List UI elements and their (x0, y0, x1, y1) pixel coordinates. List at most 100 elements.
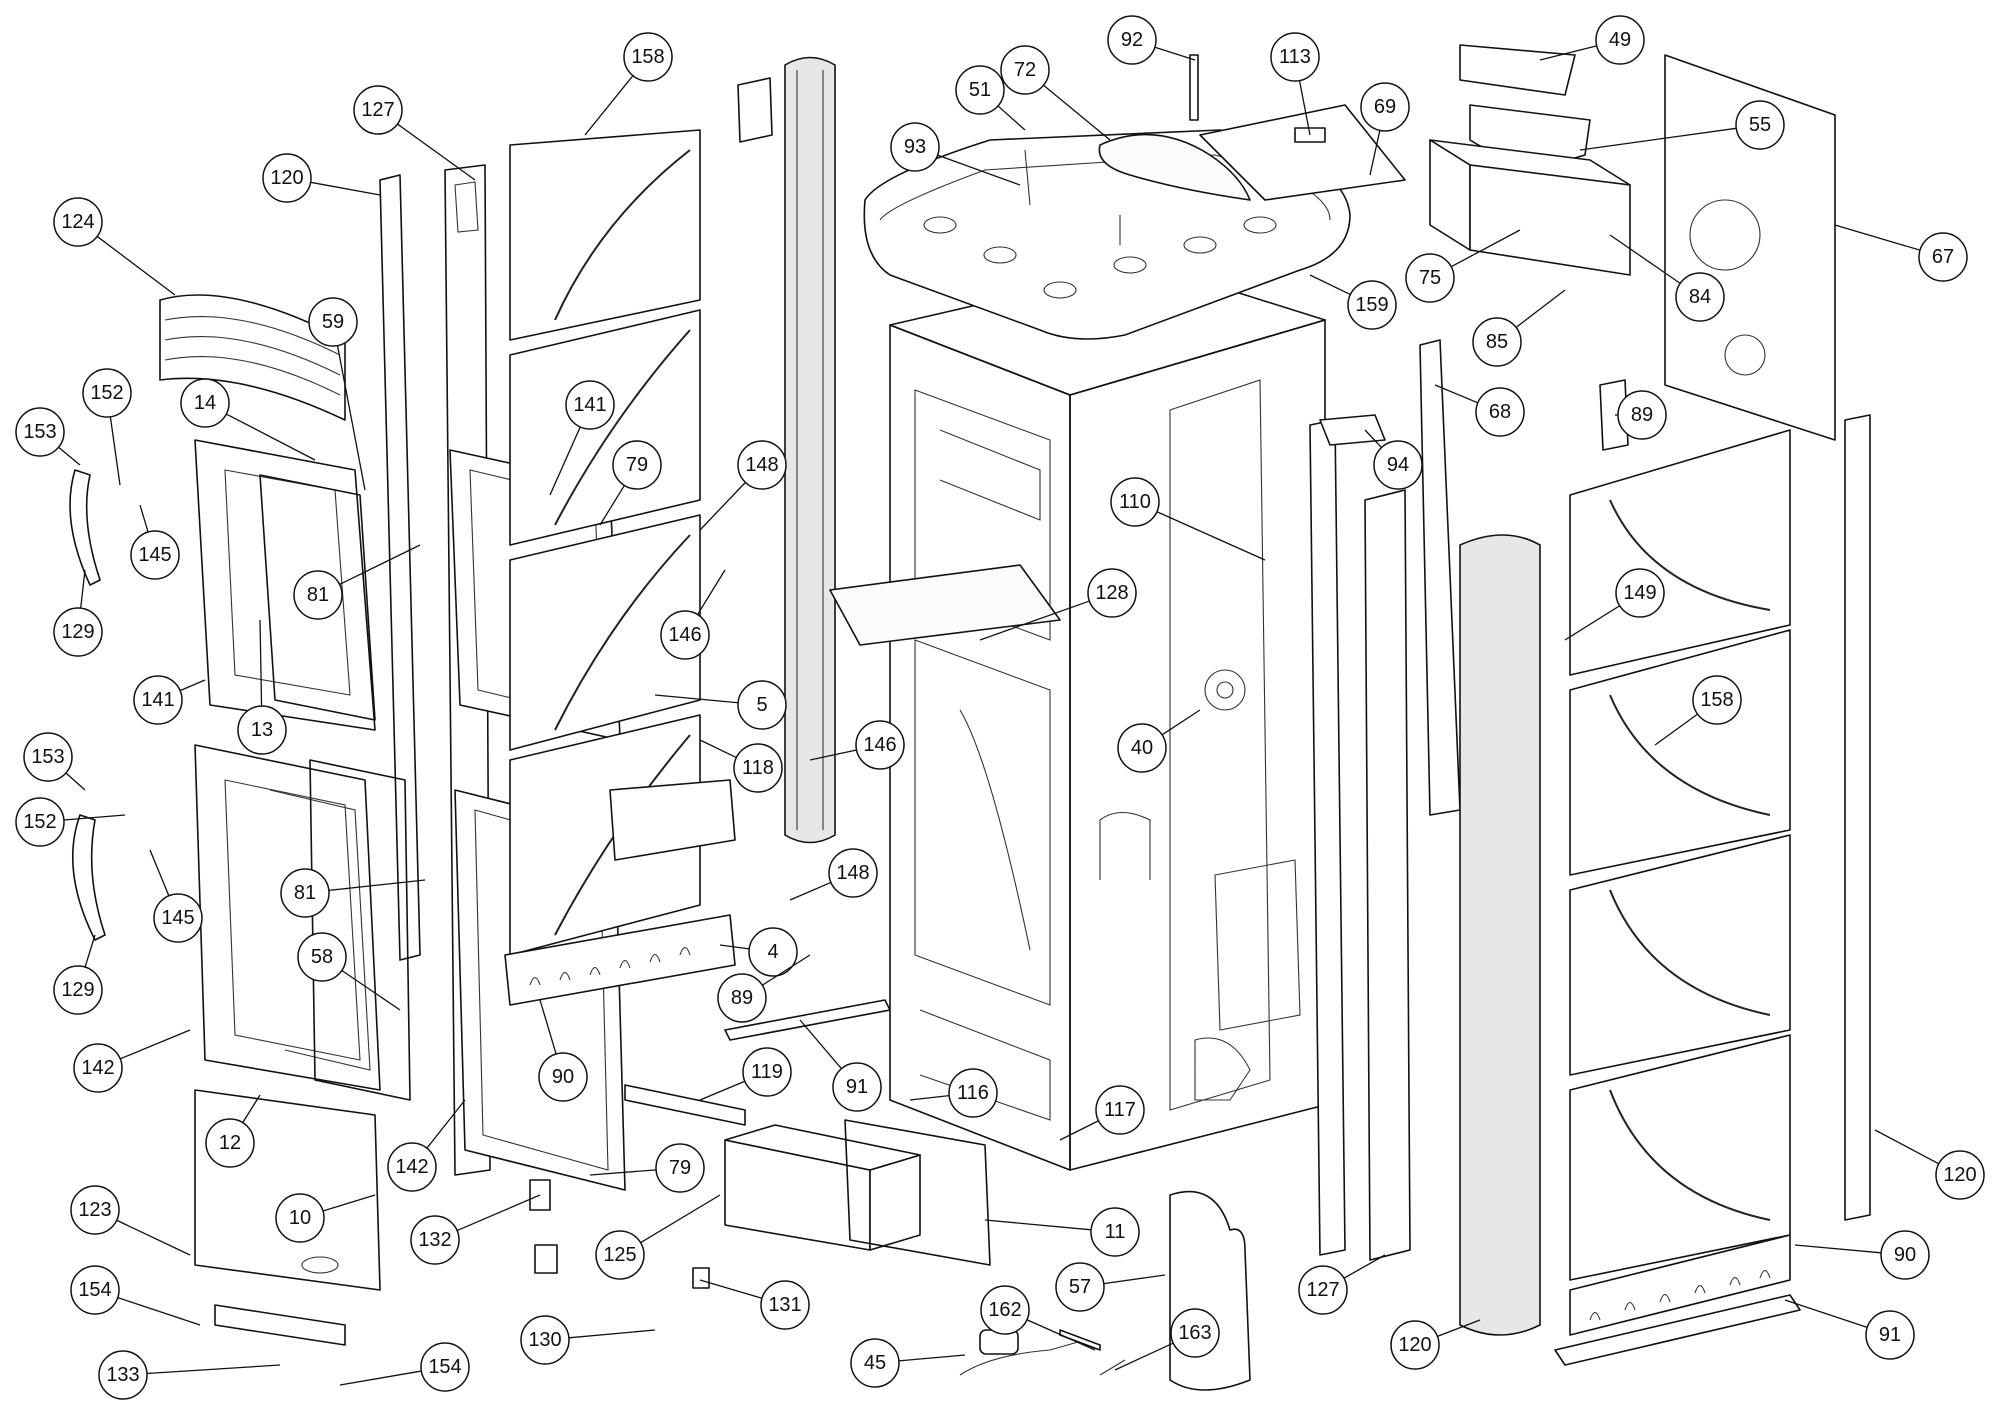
callout-circle (1347, 280, 1397, 330)
callout-label: 51 (969, 79, 991, 101)
leader-line (539, 999, 557, 1055)
callout-79: 79 (599, 440, 662, 526)
callout-125: 125 (595, 1194, 721, 1280)
callout-145: 145 (149, 849, 203, 943)
callout-49: 49 (1539, 15, 1645, 65)
callout-label: 110 (1119, 491, 1151, 513)
callout-label: 85 (1486, 331, 1508, 353)
leader-line (1103, 1274, 1166, 1285)
callout-circle (353, 85, 403, 135)
callout-circle (73, 1043, 123, 1093)
callout-circle (82, 368, 132, 418)
callout-91: 91 (799, 1019, 882, 1112)
lower-handle-part (71, 814, 106, 941)
glove-part (1169, 1190, 1251, 1391)
right-ceramic-panels-part (1569, 429, 1791, 1281)
leader-line (259, 619, 263, 707)
callout-119: 119 (699, 1047, 792, 1101)
callout-circle (737, 680, 787, 730)
callout-circle (23, 732, 73, 782)
callout-circle (1472, 317, 1522, 367)
callout-145: 145 (130, 504, 180, 580)
callout-142: 142 (387, 1099, 466, 1192)
callout-120: 120 (1390, 1319, 1481, 1370)
callout-label: 10 (289, 1207, 311, 1229)
callout-circle (1095, 1085, 1145, 1135)
callout-84: 84 (1609, 234, 1725, 322)
callout-148: 148 (789, 848, 878, 901)
leader-line (65, 772, 86, 791)
callout-label: 123 (78, 1199, 111, 1221)
callout-label: 89 (731, 987, 753, 1009)
callout-label: 125 (603, 1244, 636, 1266)
leader-line (1654, 713, 1698, 746)
callout-label: 91 (1879, 1324, 1901, 1346)
hopper-lid-part (1459, 44, 1576, 96)
leader-line (1154, 46, 1196, 61)
leader-line (109, 416, 121, 486)
callout-label: 153 (31, 746, 64, 768)
leader-line (979, 600, 1090, 641)
callout-circle (850, 1338, 900, 1388)
leader-line (984, 1219, 1092, 1231)
callout-label: 152 (90, 382, 123, 404)
callout-153: 153 (23, 732, 86, 791)
callout-label: 132 (418, 1229, 451, 1251)
callout-158: 158 (584, 32, 673, 136)
leader-line (310, 181, 381, 196)
callout-circle (1087, 568, 1137, 618)
right-burner-grid-part (1569, 1234, 1791, 1336)
callout-69: 69 (1360, 82, 1410, 176)
callout-circle (387, 1142, 437, 1192)
callout-127: 127 (353, 85, 476, 181)
callout-circle (748, 927, 798, 977)
front-half-column-part (1459, 534, 1541, 1336)
callout-131: 131 (699, 1279, 810, 1330)
callout-label: 116 (957, 1082, 989, 1104)
callout-label: 127 (1306, 1279, 1339, 1301)
callout-59: 59 (308, 297, 366, 491)
callout-circle (660, 610, 710, 660)
callout-circle (717, 973, 767, 1023)
callout-91: 91 (1784, 1299, 1915, 1360)
top-lid-plate-part (1199, 104, 1406, 201)
callout-label: 129 (61, 979, 94, 1001)
callout-label: 142 (81, 1057, 114, 1079)
callout-129: 129 (53, 934, 103, 1015)
callout-label: 145 (138, 544, 171, 566)
callout-132: 132 (410, 1194, 541, 1265)
top-cover-part (863, 129, 1351, 340)
callout-127: 127 (1298, 1254, 1386, 1315)
callout-13: 13 (237, 619, 287, 755)
callout-label: 79 (626, 454, 648, 476)
callout-circle (308, 297, 358, 347)
callout-label: 90 (1894, 1244, 1916, 1266)
bracket-89-right-part (1599, 379, 1629, 451)
callout-circle (15, 407, 65, 457)
clip-part-131 (692, 1267, 710, 1289)
callout-label: 131 (768, 1294, 801, 1316)
callout-circle (1475, 387, 1525, 437)
callout-93: 93 (890, 122, 1021, 186)
leader-line (1309, 274, 1351, 296)
callout-circle (297, 932, 347, 982)
leader-line (699, 1279, 763, 1299)
callout-circle (98, 1350, 148, 1400)
callout-158: 158 (1654, 675, 1742, 746)
leader-line (84, 934, 96, 968)
callout-label: 117 (1104, 1099, 1136, 1121)
callout-81: 81 (293, 544, 421, 620)
leader-line (1437, 1319, 1481, 1337)
callout-90: 90 (538, 999, 588, 1102)
callout-159: 159 (1309, 274, 1397, 330)
callout-label: 154 (78, 1279, 111, 1301)
leader-line (1834, 224, 1921, 251)
callout-154: 154 (339, 1342, 470, 1392)
callout-circle (832, 1062, 882, 1112)
callout-label: 146 (668, 624, 701, 646)
right-side-rail-part (1419, 339, 1461, 816)
callout-label: 40 (1131, 737, 1153, 759)
callout-label: 127 (361, 99, 394, 121)
callout-label: 81 (307, 584, 329, 606)
leader-line (1434, 384, 1479, 404)
